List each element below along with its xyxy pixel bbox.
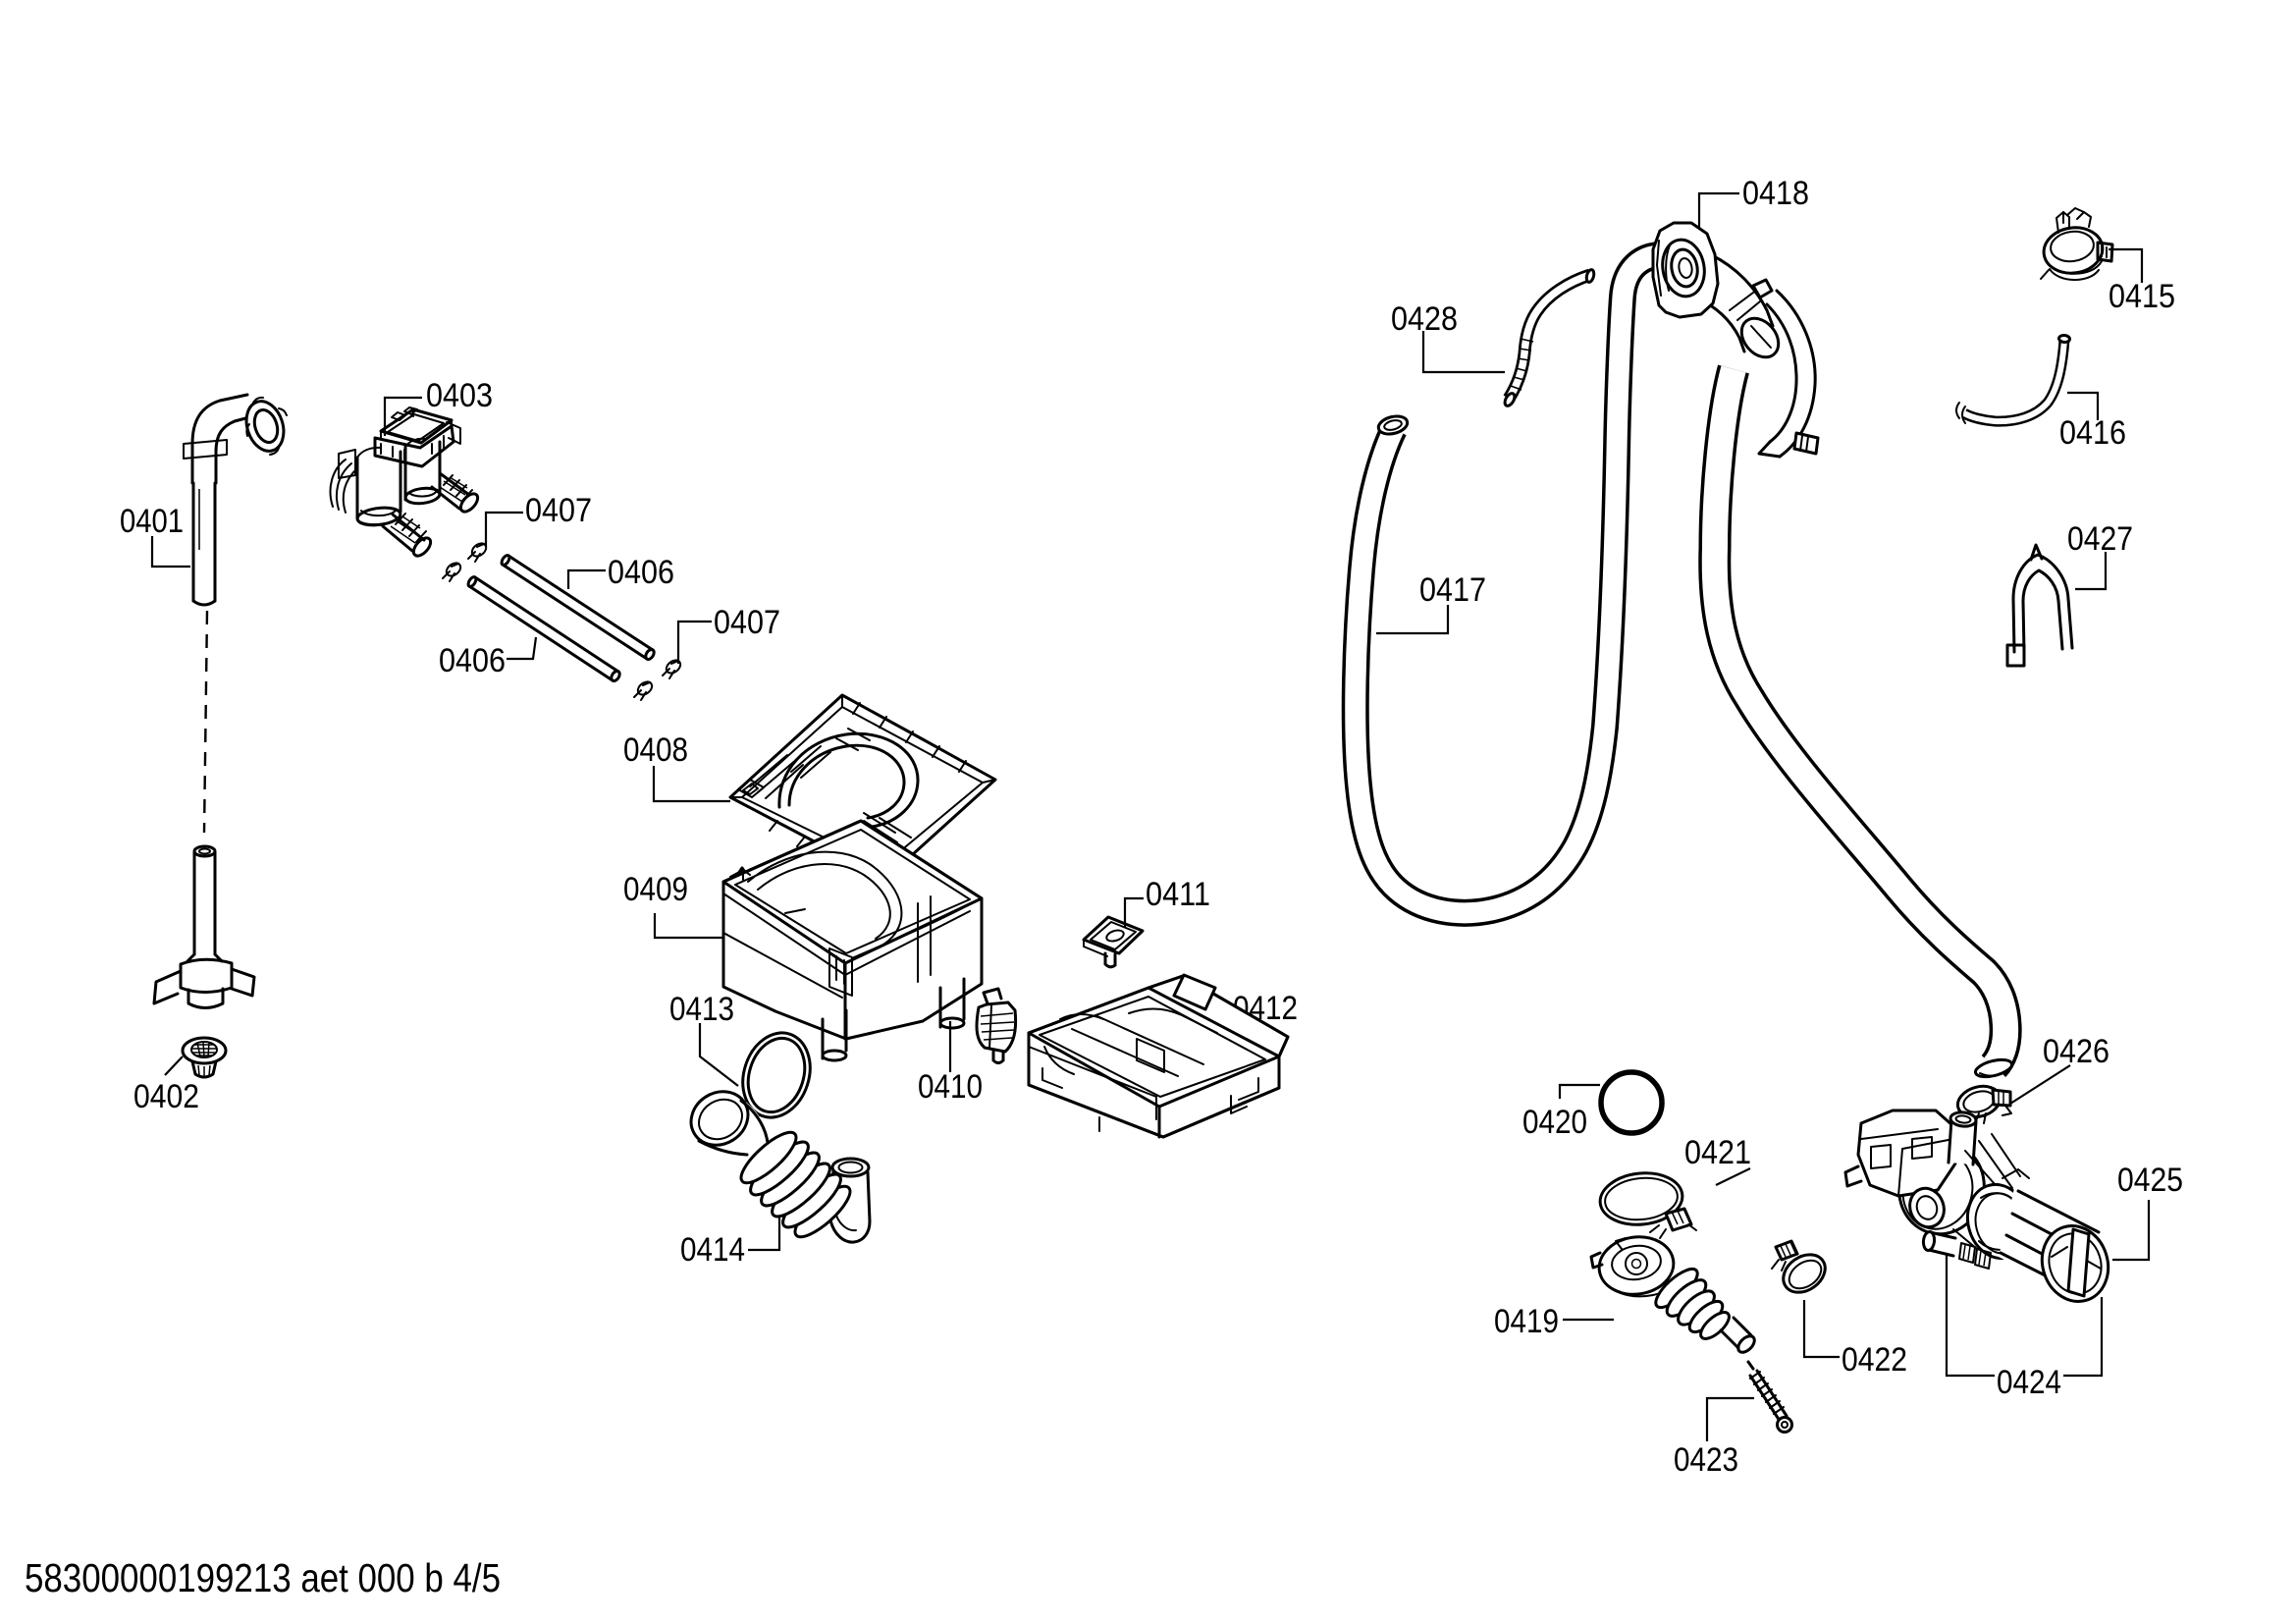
svg-text:0408: 0408: [623, 731, 688, 769]
svg-text:0415: 0415: [2109, 278, 2175, 315]
svg-text:0407: 0407: [714, 604, 780, 641]
svg-text:0411: 0411: [1146, 876, 1210, 913]
svg-text:0407: 0407: [525, 492, 592, 529]
svg-text:0421: 0421: [1684, 1134, 1751, 1171]
svg-text:0401: 0401: [120, 503, 184, 540]
svg-text:0406: 0406: [439, 642, 506, 679]
svg-text:58300000199213 aet 000 b 4/5: 58300000199213 aet 000 b 4/5: [25, 1555, 501, 1600]
svg-text:0418: 0418: [1742, 175, 1809, 212]
svg-text:0427: 0427: [2067, 520, 2133, 558]
svg-text:0420: 0420: [1522, 1104, 1587, 1141]
svg-text:0423: 0423: [1674, 1441, 1738, 1479]
svg-text:0425: 0425: [2117, 1162, 2183, 1199]
svg-text:0409: 0409: [623, 871, 688, 908]
svg-text:0403: 0403: [426, 377, 493, 414]
svg-text:0424: 0424: [1997, 1364, 2061, 1401]
svg-text:0410: 0410: [918, 1068, 983, 1106]
svg-text:0402: 0402: [133, 1078, 199, 1115]
svg-text:0414: 0414: [680, 1231, 745, 1269]
svg-text:0417: 0417: [1419, 571, 1486, 609]
svg-text:0413: 0413: [669, 991, 734, 1028]
svg-text:0422: 0422: [1842, 1341, 1907, 1379]
svg-text:0426: 0426: [2043, 1033, 2109, 1070]
svg-text:0419: 0419: [1494, 1303, 1559, 1340]
svg-text:0406: 0406: [608, 554, 674, 591]
svg-text:0416: 0416: [2059, 414, 2126, 452]
